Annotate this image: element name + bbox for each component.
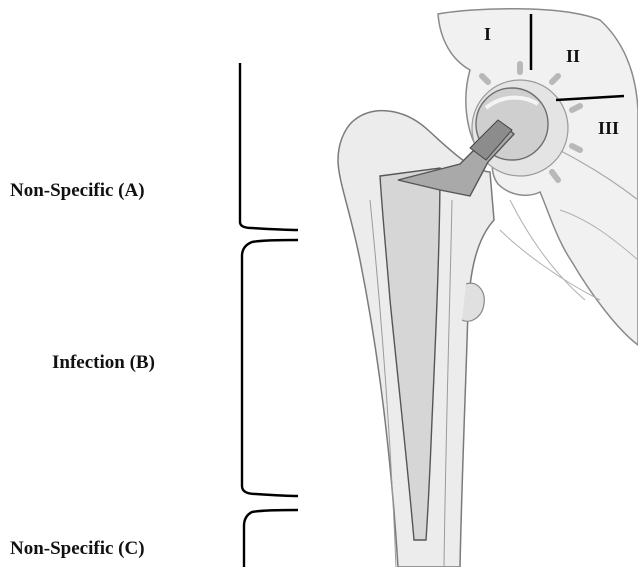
- brace-c: [244, 510, 298, 567]
- brace-a: [240, 63, 298, 230]
- brace-b: [242, 240, 298, 496]
- zone-label-1: I: [484, 24, 491, 45]
- zone-label-3: III: [598, 118, 619, 139]
- label-infection-b: Infection (B): [52, 352, 155, 374]
- label-non-specific-c: Non-Specific (C): [10, 538, 145, 560]
- zone-label-2: II: [566, 46, 580, 67]
- region-braces: [240, 63, 298, 567]
- label-non-specific-a: Non-Specific (A): [10, 180, 145, 202]
